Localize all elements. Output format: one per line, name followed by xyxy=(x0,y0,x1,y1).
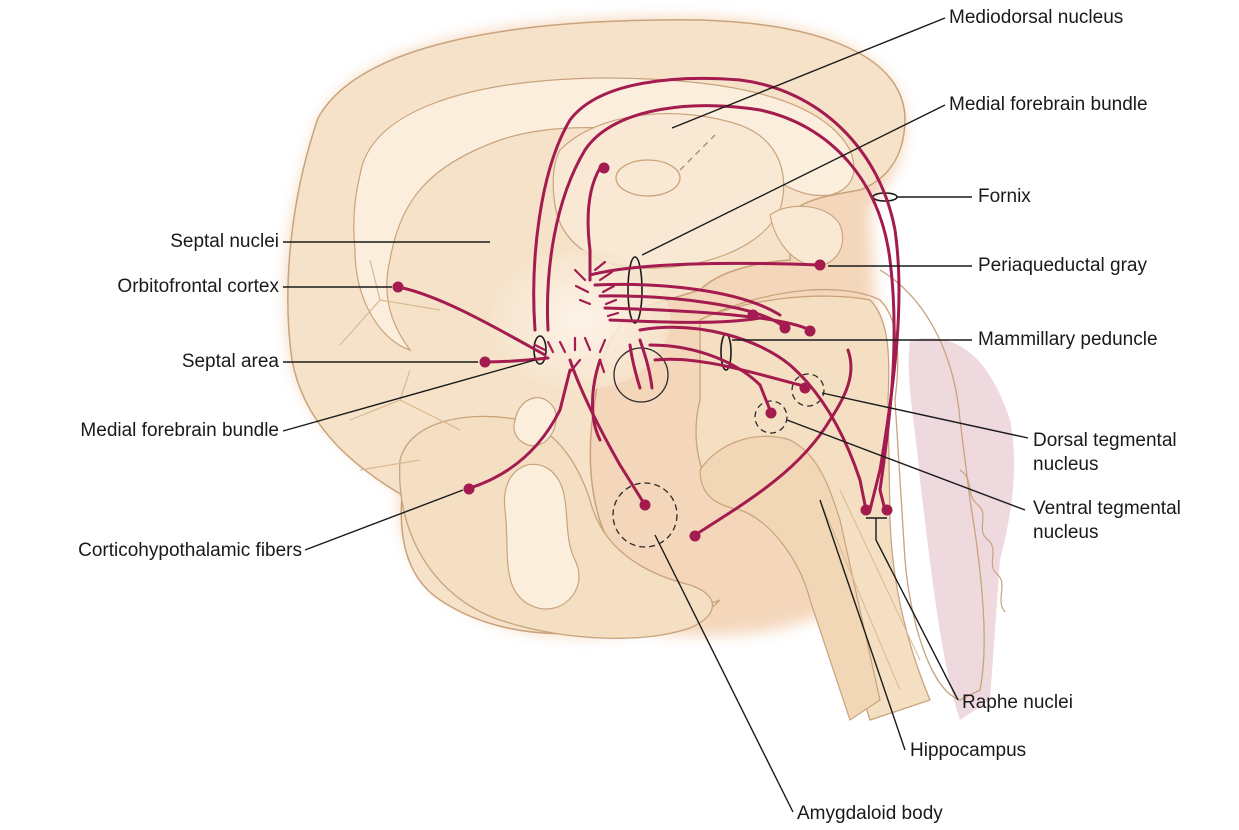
endpoint-orbitofrontal xyxy=(393,282,404,293)
endpoint-2 xyxy=(780,323,791,334)
endpoint-1 xyxy=(748,310,759,321)
endpoint-dorsal-tegmental xyxy=(800,383,811,394)
label-medial-forebrain-bundle-left: Medial forebrain bundle xyxy=(80,420,279,442)
endpoint-septal-area xyxy=(480,357,491,368)
endpoint-raphe-1 xyxy=(861,505,872,516)
label-dorsal-tegmental-nucleus-line2: nucleus xyxy=(1033,454,1099,476)
label-mediodorsal-nucleus: Mediodorsal nucleus xyxy=(949,7,1123,29)
endpoint-corticohypothalamic xyxy=(464,484,475,495)
label-periaqueductal-gray: Periaqueductal gray xyxy=(978,255,1147,277)
label-raphe-nuclei: Raphe nuclei xyxy=(962,692,1073,714)
label-corticohypothalamic-fibers: Corticohypothalamic fibers xyxy=(78,540,302,562)
endpoint-hippocampus xyxy=(690,531,701,542)
label-hippocampus: Hippocampus xyxy=(910,740,1026,762)
endpoint-periaqueductal xyxy=(815,260,826,271)
label-ventral-tegmental-nucleus-line1: Ventral tegmental xyxy=(1033,498,1181,520)
label-dorsal-tegmental-nucleus-line1: Dorsal tegmental xyxy=(1033,430,1177,452)
endpoint-amygdala xyxy=(640,500,651,511)
label-amygdaloid-body: Amygdaloid body xyxy=(797,803,943,825)
brainstem xyxy=(696,270,1014,720)
label-ventral-tegmental-nucleus-line2: nucleus xyxy=(1033,522,1099,544)
endpoint-ventral-tegmental xyxy=(766,408,777,419)
label-fornix: Fornix xyxy=(978,186,1031,208)
label-mammillary-peduncle: Mammillary peduncle xyxy=(978,329,1158,351)
endpoint-mediodorsal xyxy=(599,163,610,174)
label-orbitofrontal-cortex: Orbitofrontal cortex xyxy=(117,276,279,298)
label-septal-nuclei: Septal nuclei xyxy=(170,231,279,253)
label-medial-forebrain-bundle-right: Medial forebrain bundle xyxy=(949,94,1148,116)
endpoint-3 xyxy=(805,326,816,337)
endpoint-raphe-2 xyxy=(882,505,893,516)
label-septal-area: Septal area xyxy=(182,351,279,373)
